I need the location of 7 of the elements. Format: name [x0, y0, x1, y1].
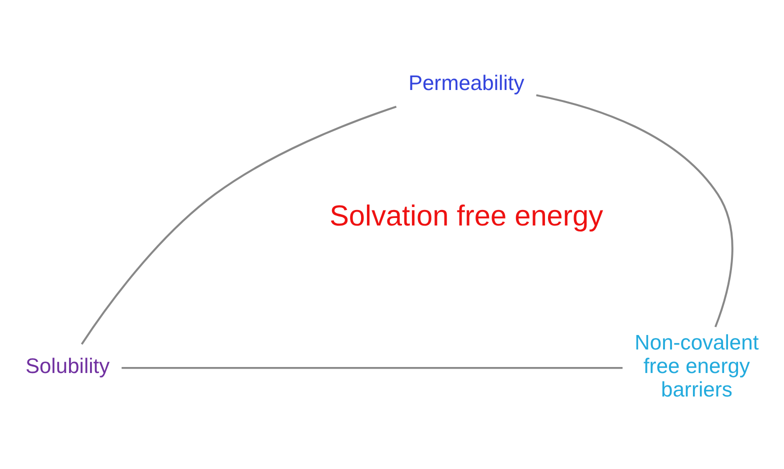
- connector: [80, 105, 397, 344]
- node-text: Solubility: [25, 354, 110, 378]
- connector: [536, 94, 734, 327]
- connector: [122, 366, 623, 368]
- node-text: Solvation free energy: [330, 200, 604, 232]
- node-text: Non-covalent free energy barriers: [634, 330, 759, 402]
- node-text: Permeability: [408, 71, 524, 94]
